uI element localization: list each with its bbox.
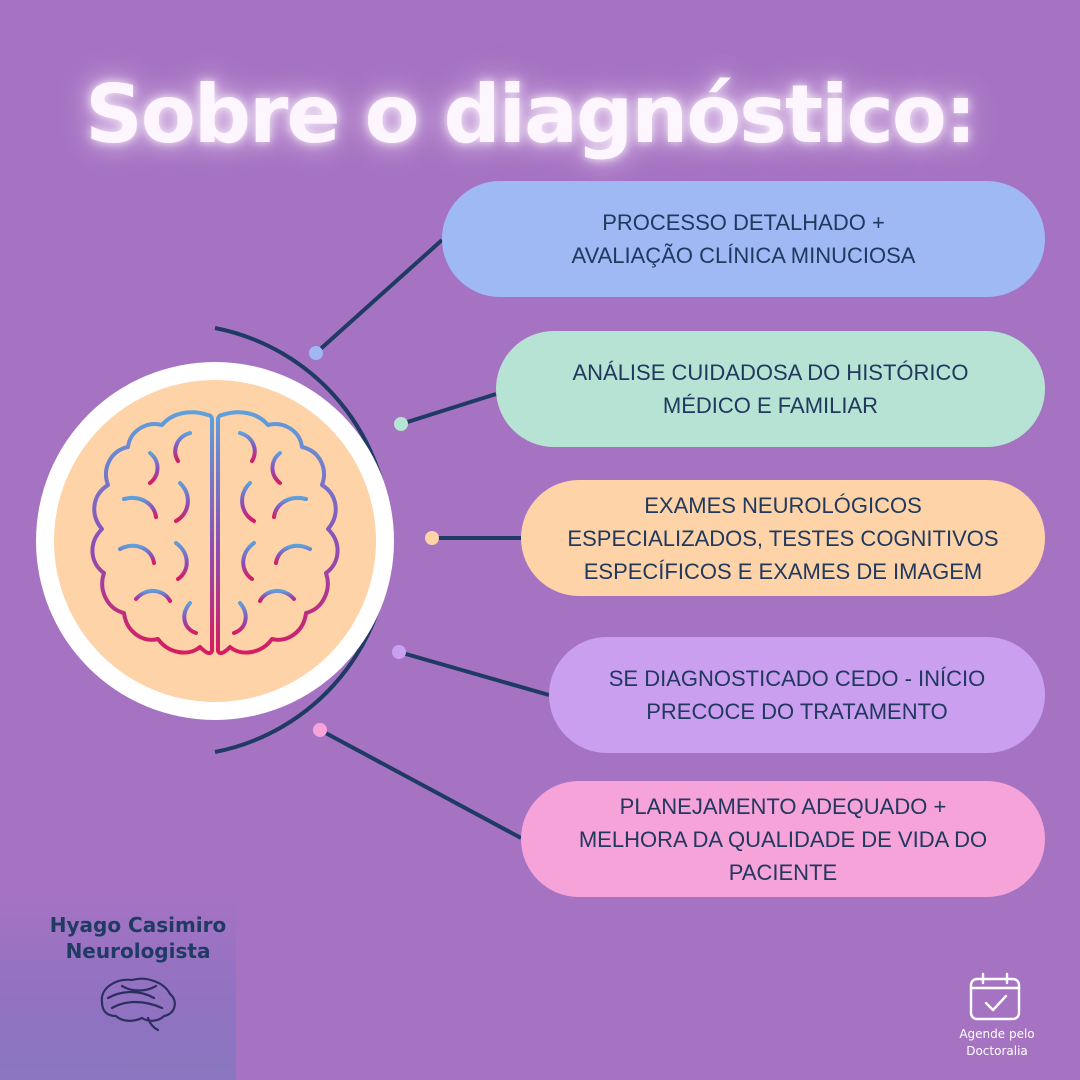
connector-4 <box>398 650 550 697</box>
brain-circle-inner <box>54 380 376 702</box>
connector-2 <box>400 392 497 426</box>
brain-circle <box>36 362 394 720</box>
step-pill-3: EXAMES NEUROLÓGICOS ESPECIALIZADOS, TEST… <box>521 480 1045 596</box>
connector-1 <box>314 238 444 355</box>
step-text-1: PROCESSO DETALHADO + AVALIAÇÃO CLÍNICA M… <box>571 210 916 268</box>
brain-icon <box>90 410 340 656</box>
step-text-5: PLANEJAMENTO ADEQUADO + MELHORA DA QUALI… <box>578 793 988 885</box>
step-text-4: SE DIAGNOSTICADO CEDO - INÍCIO PRECOCE D… <box>608 666 986 724</box>
step-pill-4: SE DIAGNOSTICADO CEDO - INÍCIO PRECOCE D… <box>549 637 1045 753</box>
connector-dot-5 <box>313 723 327 737</box>
connector-dot-4 <box>392 645 406 659</box>
step-pill-1: PROCESSO DETALHADO + AVALIAÇÃO CLÍNICA M… <box>442 181 1045 297</box>
brain-outline-logo-icon <box>100 977 176 1032</box>
connector-5 <box>319 728 522 840</box>
step-pill-5: PLANEJAMENTO ADEQUADO + MELHORA DA QUALI… <box>521 781 1045 897</box>
step-pill-2: ANÁLISE CUIDADOSA DO HISTÓRICO MÉDICO E … <box>496 331 1045 447</box>
brand-name: Hyago Casimiro <box>49 913 227 937</box>
cta-line-2: Doctoralia <box>966 1044 1028 1058</box>
calendar-check-icon <box>969 972 1021 1021</box>
cta-line-1: Agende pelo <box>959 1027 1035 1041</box>
brand-panel <box>0 890 236 1080</box>
connector-dot-3 <box>425 531 439 545</box>
brand-role: Neurologista <box>65 939 211 963</box>
page-title: Sobre o diagnóstico: <box>85 68 977 161</box>
connector-dot-2 <box>394 417 408 431</box>
step-text-3: EXAMES NEUROLÓGICOS ESPECIALIZADOS, TEST… <box>567 492 999 584</box>
connector-dot-1 <box>309 346 323 360</box>
step-text-2: ANÁLISE CUIDADOSA DO HISTÓRICO MÉDICO E … <box>572 360 969 418</box>
cta-text: Agende pelo Doctoralia <box>934 1026 1060 1060</box>
